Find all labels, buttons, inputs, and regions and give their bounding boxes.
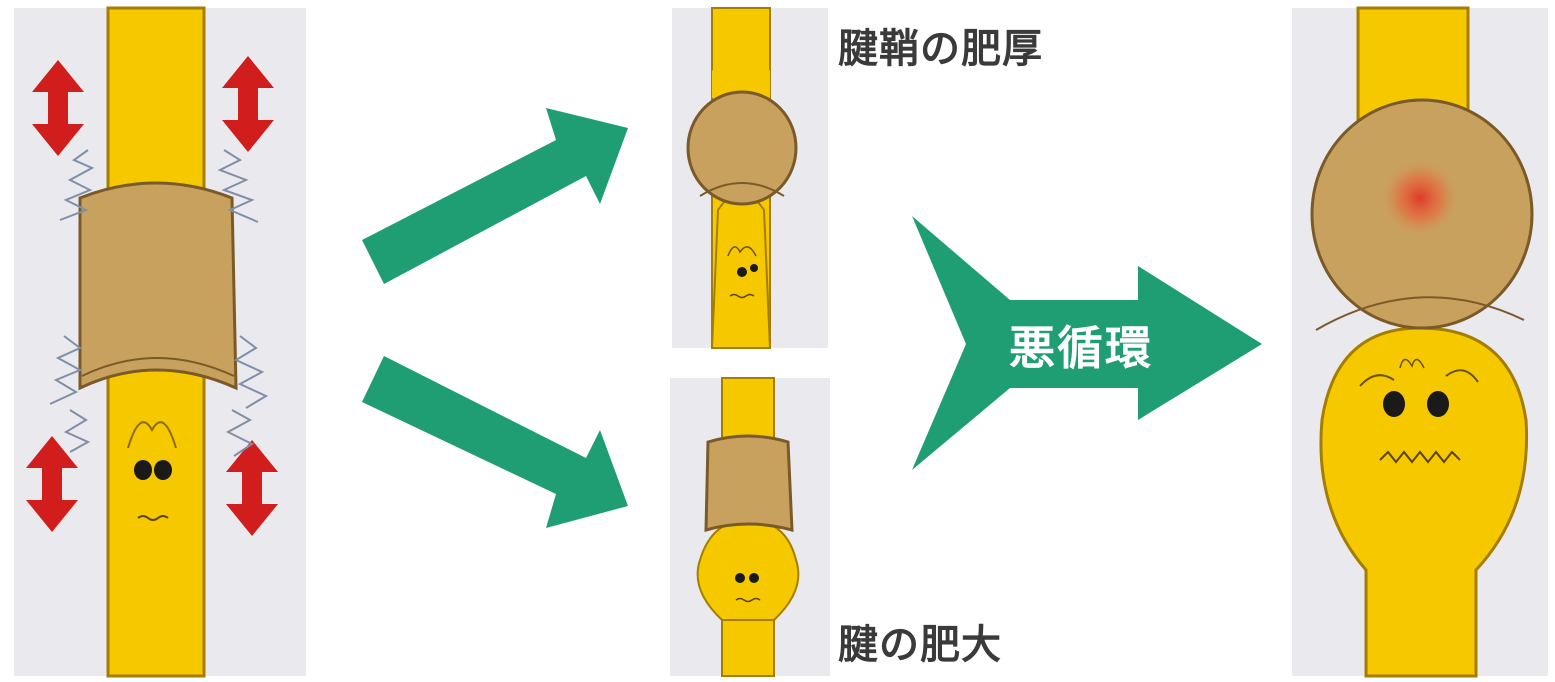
double-arrow-icon [222,56,274,152]
label-vicious-cycle: 悪循環 [1009,321,1153,375]
tendon-bulge [696,518,800,621]
inflammation-spot [1380,158,1460,238]
green-arrow-icon [362,356,628,528]
tendon-face [1359,358,1479,464]
green-arrow-icon [362,108,628,284]
zigzag-icon [49,149,269,457]
tendon-sheath [704,434,794,533]
label-sheath-thickening: 腱鞘の肥厚 [838,26,1043,72]
tendon-sheath [686,90,798,206]
label-tendon-enlargement: 腱の肥大 [838,622,1002,668]
double-arrow-icon [226,440,278,536]
tendon-sheath [78,181,238,391]
panel-friction [14,6,306,678]
tendon-upper-bulge [712,70,770,98]
double-arrow-icon [32,60,84,156]
panel-tendon-enlargement [670,377,830,677]
panel-sheath-thickening [672,7,828,349]
tendon-face [127,421,177,521]
tendon-face [727,246,758,299]
double-arrow-icon [26,436,78,532]
green-arrow-icon [912,216,1262,470]
panel-vicious-cycle-result [1292,6,1548,678]
tendon-face [735,573,761,603]
